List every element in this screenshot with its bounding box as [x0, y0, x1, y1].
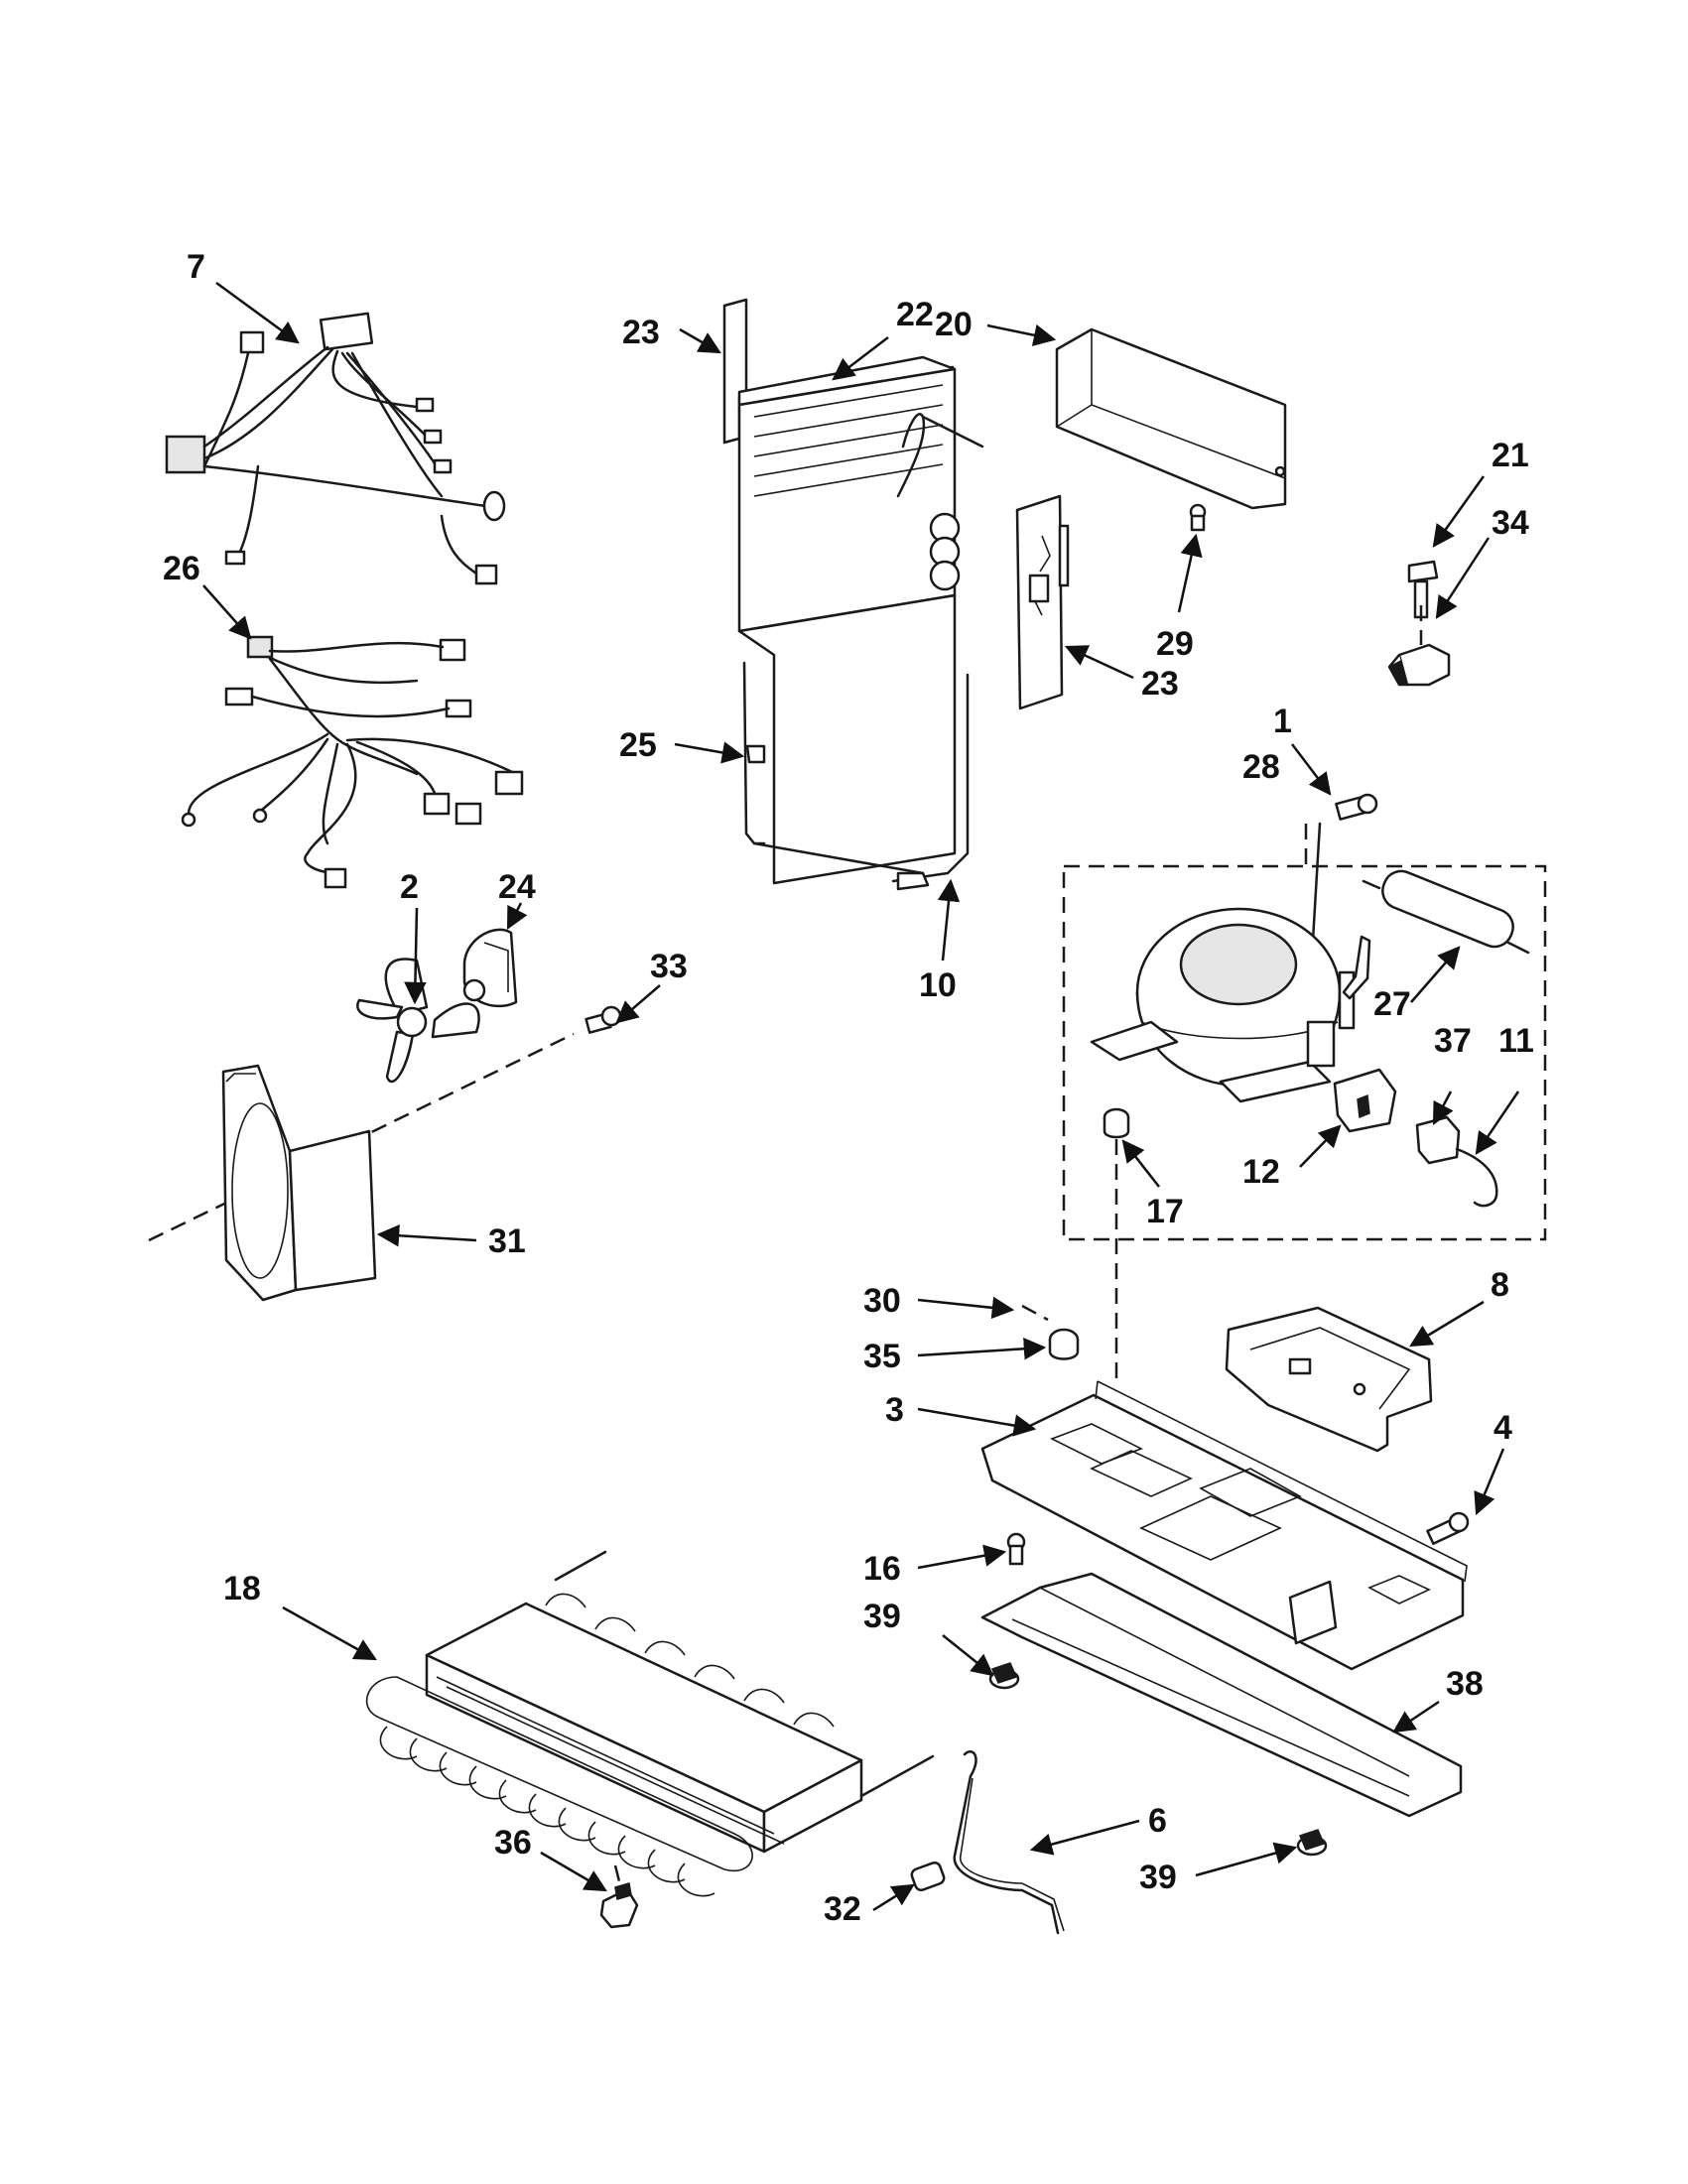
evaporator-cover-20 [1055, 327, 1287, 510]
condenser-fan-motor-24 [462, 928, 518, 1008]
label-36: 36 [494, 1824, 532, 1862]
label-17: 17 [1146, 1193, 1184, 1230]
label-28: 28 [1242, 748, 1280, 786]
condenser-fan-blade-2 [356, 958, 480, 1084]
label-37: 37 [1434, 1022, 1472, 1060]
label-39-top: 39 [863, 1598, 901, 1635]
label-18: 18 [223, 1570, 261, 1607]
label-35: 35 [863, 1338, 901, 1375]
bracket-34 [1387, 605, 1451, 687]
label-39-bottom: 39 [1139, 1859, 1177, 1896]
label-12: 12 [1242, 1153, 1280, 1191]
bracket-23-right [1015, 494, 1070, 710]
label-4: 4 [1493, 1409, 1512, 1447]
grommet-17 [1103, 1107, 1130, 1139]
label-11: 11 [1498, 1022, 1534, 1060]
wire-harness-7 [165, 312, 506, 585]
condenser-fan-shroud-31 [221, 1064, 377, 1302]
grommet-32 [910, 1861, 946, 1892]
screw-33 [584, 1005, 622, 1034]
label-29: 29 [1156, 625, 1194, 663]
label-22: 22 [896, 296, 934, 333]
drier-27 [1362, 869, 1530, 955]
label-30: 30 [863, 1282, 901, 1320]
label-32: 32 [824, 1890, 861, 1928]
relay-12 [1333, 1068, 1397, 1133]
evaporator-assembly [722, 298, 984, 891]
label-6: 6 [1148, 1802, 1167, 1840]
screw-29 [1189, 503, 1207, 532]
leveling-foot-39b [1296, 1829, 1328, 1857]
label-2: 2 [400, 868, 419, 906]
screw-4 [1426, 1511, 1470, 1545]
label-26: 26 [163, 550, 200, 587]
label-31: 31 [488, 1222, 526, 1260]
label-16: 16 [863, 1550, 901, 1588]
grommet-35 [1048, 1328, 1080, 1360]
label-23-left: 23 [622, 314, 660, 351]
label-27: 27 [1373, 985, 1411, 1023]
label-7: 7 [187, 248, 205, 286]
leader-lines [202, 281, 1520, 1912]
label-10: 10 [919, 966, 957, 1004]
label-3: 3 [885, 1391, 904, 1429]
label-8: 8 [1491, 1266, 1509, 1304]
drain-tube-6 [953, 1750, 1060, 1935]
part-number-labels: 7 26 23 22 20 21 34 29 23 25 1 28 10 2 2… [163, 248, 1534, 1928]
drain-tube-6-inner [960, 1777, 1065, 1932]
label-20: 20 [935, 306, 973, 343]
label-21: 21 [1492, 437, 1529, 474]
label-38: 38 [1446, 1665, 1484, 1703]
label-23-right: 23 [1141, 665, 1179, 703]
base-plate-3 [980, 1380, 1468, 1671]
label-1: 1 [1273, 703, 1292, 740]
clip-36 [599, 1882, 639, 1929]
overload-37 [1415, 1115, 1461, 1165]
plug-30 [1021, 1304, 1049, 1322]
screw-1 [1335, 793, 1378, 821]
label-34: 34 [1492, 504, 1529, 542]
screw-16 [1006, 1532, 1026, 1566]
label-24: 24 [498, 868, 536, 906]
screw-21 [1407, 560, 1439, 619]
condenser-coil-18 [365, 1550, 935, 1897]
leveling-foot-39a [988, 1662, 1020, 1690]
cord-11 [1455, 1147, 1498, 1208]
compressor [1090, 907, 1371, 1103]
drain-pan-8 [1225, 1306, 1433, 1453]
label-25: 25 [619, 726, 657, 764]
compressor-kit-28-boundary [1062, 864, 1547, 1241]
condensate-tray-38 [980, 1572, 1463, 1818]
label-33: 33 [650, 948, 688, 985]
wire-harness-26 [181, 635, 524, 889]
